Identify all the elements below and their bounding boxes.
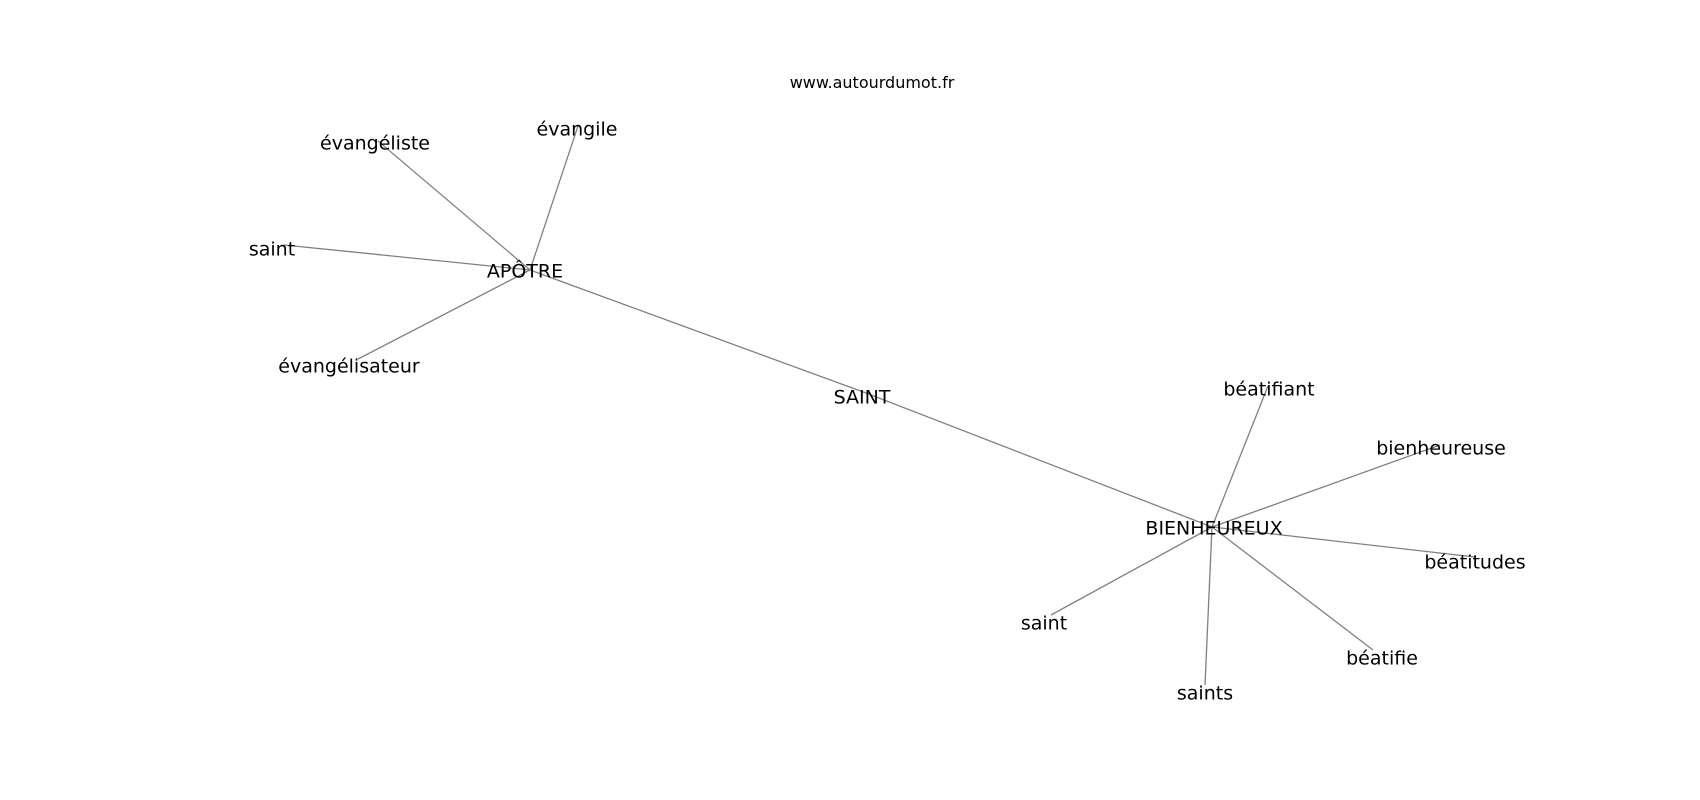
edge-saint_center-bienheureux — [865, 392, 1213, 528]
node-saints[interactable]: saints — [1177, 683, 1233, 705]
node-beatifiant[interactable]: béatifiant — [1223, 379, 1314, 401]
edge-apotre-saint_a — [283, 244, 531, 271]
source-label[interactable]: www.autourdumot.fr — [790, 73, 955, 92]
edge-apotre-evangile — [529, 125, 579, 271]
graph-nodes: SAINT APÔTRE BIENHEUREUX évangéliste évangil… — [249, 119, 1526, 705]
edge-apotre-saint_center — [529, 269, 867, 394]
node-evangile[interactable]: évangile — [537, 119, 618, 141]
edge-apotre-evangeliste — [377, 140, 531, 271]
node-evangeliste[interactable]: évangéliste — [320, 133, 430, 155]
node-beatitudes[interactable]: béatitudes — [1424, 552, 1525, 574]
edge-bienheureux-beatifiant — [1211, 385, 1269, 528]
edge-apotre-evangelisateur — [357, 269, 531, 360]
edge-bienheureux-saints — [1204, 526, 1213, 686]
node-apotre[interactable]: APÔTRE — [487, 259, 563, 283]
edge-bienheureux-saint_b — [1050, 526, 1213, 616]
node-saint-center[interactable]: SAINT — [834, 387, 891, 409]
node-saint-b[interactable]: saint — [1021, 613, 1067, 635]
graph-edges — [283, 125, 1476, 686]
node-bienheureux[interactable]: BIENHEUREUX — [1145, 518, 1282, 540]
edge-bienheureux-beatifie — [1211, 526, 1374, 651]
node-bienheureuse[interactable]: bienheureuse — [1376, 438, 1506, 460]
edge-bienheureux-beatitudes — [1211, 526, 1476, 558]
edge-bienheureux-bienheureuse — [1211, 444, 1441, 528]
node-evangelisateur[interactable]: évangélisateur — [278, 356, 420, 378]
node-beatifie[interactable]: béatifie — [1346, 648, 1418, 670]
node-saint-a[interactable]: saint — [249, 239, 295, 261]
